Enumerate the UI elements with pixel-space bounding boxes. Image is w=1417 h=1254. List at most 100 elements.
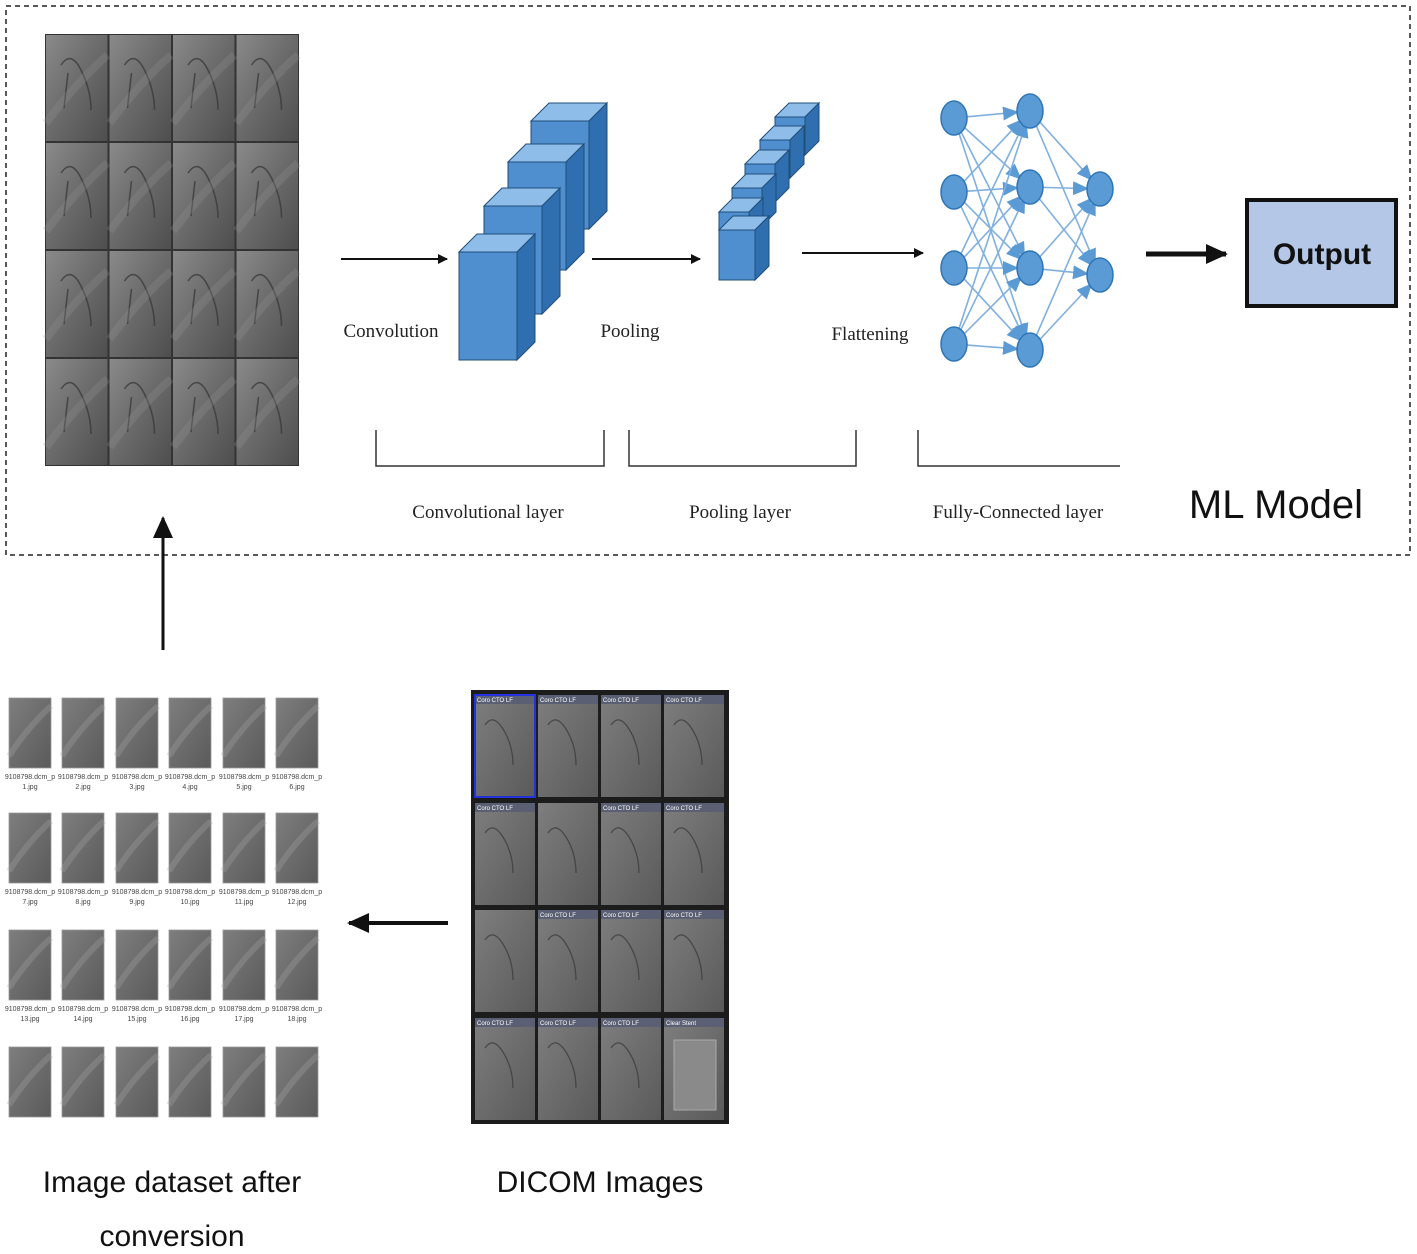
- convolution-feature-maps: [457, 101, 609, 362]
- dataset-thumbnail: 9108798.dcm_p 12.jpg: [272, 812, 322, 906]
- dataset-filename: 9108798.dcm_p: [5, 774, 55, 781]
- dataset-thumbnail: 9108798.dcm_p 18.jpg: [272, 929, 322, 1023]
- dicom-tile-label: Coro CTO LF: [477, 806, 513, 812]
- network-edge: [959, 129, 1026, 259]
- network-edge: [962, 275, 1023, 336]
- dataset-filename: 9108798.dcm_p: [219, 774, 269, 781]
- dataset-filename: 9108798.dcm_p: [5, 889, 55, 896]
- dataset-caption-line1: Image dataset after: [43, 1166, 302, 1199]
- feature-map-cube: [717, 214, 771, 282]
- network-edge: [957, 121, 1029, 332]
- dataset-filename-ext: 11.jpg: [235, 899, 254, 906]
- dicom-tile: Coro CTO LF: [474, 694, 536, 798]
- dataset-filename: 9108798.dcm_p: [112, 774, 162, 781]
- network-edge: [1038, 120, 1093, 181]
- dicom-tile-label: Coro CTO LF: [540, 913, 576, 919]
- dicom-tile-label: Coro CTO LF: [603, 1021, 639, 1027]
- dicom-tile: Coro CTO LF: [475, 1018, 535, 1120]
- dataset-thumbnail: [166, 1046, 214, 1118]
- dataset-filename-ext: 5.jpg: [236, 784, 251, 791]
- input-angiogram-tile: [233, 35, 301, 141]
- image-dataset-grid: 9108798.dcm_p1.jpg9108798.dcm_p2.jpg9108…: [5, 697, 322, 1118]
- dataset-filename-ext: 18.jpg: [287, 1016, 306, 1023]
- network-edge: [957, 130, 1029, 340]
- dataset-filename-ext: 12.jpg: [287, 899, 306, 906]
- input-angiogram-tile: [106, 251, 174, 357]
- neuron-node-icon: [1086, 257, 1114, 293]
- convolution-label: Convolution: [343, 321, 439, 342]
- dicom-tile-label: Coro CTO LF: [666, 913, 702, 919]
- dataset-filename-ext: 17.jpg: [234, 1016, 253, 1023]
- network-edge: [1037, 196, 1094, 267]
- network-edge: [958, 203, 1026, 341]
- dataset-filename-ext: 6.jpg: [289, 784, 304, 791]
- dicom-tile-label: Coro CTO LF: [540, 1021, 576, 1027]
- dicom-tile: Coro CTO LF: [601, 803, 661, 905]
- fully-connected-network: [940, 93, 1114, 368]
- neuron-node-icon: [1016, 250, 1044, 286]
- dicom-tile-label: Clear Stent: [666, 1021, 696, 1027]
- dicom-tile: Coro CTO LF: [664, 803, 724, 905]
- network-edge: [1038, 283, 1093, 342]
- dataset-thumbnail: 9108798.dcm_p7.jpg: [5, 812, 55, 906]
- output-box: [1245, 198, 1398, 308]
- dataset-thumbnail: 9108798.dcm_p8.jpg: [58, 812, 108, 906]
- input-angiogram-tile: [106, 143, 174, 249]
- input-angiogram-tile: [233, 143, 301, 249]
- dicom-tile: Coro CTO LF: [538, 910, 598, 1012]
- dataset-filename: 9108798.dcm_p: [58, 1006, 108, 1013]
- dicom-tile: Coro CTO LF: [538, 695, 598, 797]
- input-angiogram-tile: [233, 359, 301, 465]
- dicom-tile-label: Coro CTO LF: [666, 698, 702, 704]
- dataset-filename: 9108798.dcm_p: [272, 889, 322, 896]
- dicom-tile: Coro CTO LF: [664, 695, 724, 797]
- dataset-filename: 9108798.dcm_p: [112, 889, 162, 896]
- dataset-filename: 9108798.dcm_p: [165, 774, 215, 781]
- dicom-tile: Coro CTO LF: [601, 1018, 661, 1120]
- dataset-filename-ext: 9.jpg: [129, 899, 144, 906]
- dataset-thumbnail: 9108798.dcm_p16.jpg: [165, 929, 215, 1023]
- dataset-thumbnail: 9108798.dcm_p13.jpg: [5, 929, 55, 1023]
- dicom-tile: Coro CTO LF: [601, 910, 661, 1012]
- dataset-thumbnail: 9108798.dcm_p2.jpg: [58, 697, 108, 791]
- dataset-filename: 9108798.dcm_p: [272, 774, 322, 781]
- input-angiogram-tile: [42, 251, 111, 357]
- dataset-thumbnail: 9108798.dcm_p 14.jpg: [58, 929, 108, 1023]
- ml-model-boundary: [5, 5, 1411, 556]
- dicom-tile-label: Coro CTO LF: [603, 698, 639, 704]
- dataset-thumbnail: 9108798.dcm_p1.jpg: [5, 697, 55, 791]
- dataset-thumbnail: 9108798.dcm_p 5.jpg: [219, 697, 269, 791]
- dicom-tile: Coro CTO LF: [601, 695, 661, 797]
- dataset-thumbnail: 9108798.dcm_p10.jpg: [165, 812, 215, 906]
- dataset-thumbnail: 9108798.dcm_p3.jpg: [112, 697, 162, 791]
- input-angiogram-tile: [169, 359, 238, 465]
- ml-model-label: ML Model: [1189, 483, 1363, 527]
- network-edge: [958, 196, 1026, 333]
- dataset-filename: 9108798.dcm_p: [272, 1006, 322, 1013]
- dataset-filename-ext: 4.jpg: [182, 784, 197, 791]
- dicom-tile: [475, 910, 535, 1012]
- fc-layer-bracket: [917, 430, 1120, 467]
- flattening-label: Flattening: [831, 324, 909, 345]
- input-angiogram-tile: [169, 35, 238, 141]
- dataset-filename: 9108798.dcm_p: [58, 889, 108, 896]
- pooling-label: Pooling: [600, 321, 660, 342]
- dataset-thumbnail: 9108798.dcm_p 9.jpg: [112, 812, 162, 906]
- neuron-node-icon: [940, 250, 968, 286]
- dataset-filename-ext: 15.jpg: [127, 1016, 146, 1023]
- input-angiogram-tile: [169, 143, 238, 249]
- input-angiogram-tile: [106, 35, 174, 141]
- dicom-tile-label: Coro CTO LF: [603, 806, 639, 812]
- feature-map-cube: [457, 232, 537, 362]
- input-angiogram-tile: [169, 251, 238, 357]
- dataset-thumbnail: 9108798.dcm_p 6.jpg: [272, 697, 322, 791]
- dataset-filename-ext: 14.jpg: [73, 1016, 92, 1023]
- input-image-grid: [42, 34, 301, 466]
- dicom-caption: DICOM Images: [497, 1166, 704, 1199]
- neuron-node-icon: [1086, 171, 1114, 207]
- dicom-tile-label: Coro CTO LF: [666, 806, 702, 812]
- dataset-filename-ext: 13.jpg: [20, 1016, 39, 1023]
- conv-layer-bracket: [375, 430, 605, 467]
